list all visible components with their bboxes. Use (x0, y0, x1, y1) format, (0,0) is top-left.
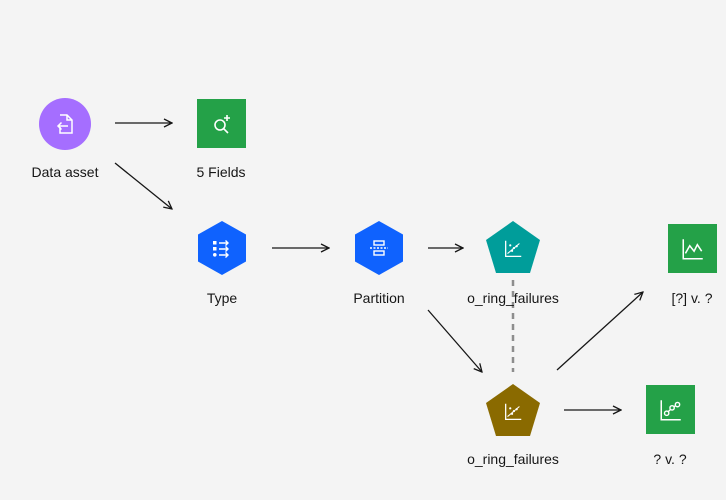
o-ring-bottom-label: o_ring_failures (467, 451, 559, 467)
line-chart-icon (681, 238, 703, 260)
node-line-chart[interactable] (668, 224, 717, 273)
arrow-dataasset-type[interactable] (114, 162, 172, 209)
zoom-in-plus-icon (213, 114, 230, 134)
node-o-ring-failures-model[interactable] (485, 220, 541, 274)
list-type-icon (213, 240, 229, 258)
o-ring-top-label: o_ring_failures (467, 290, 559, 306)
partition-icon (370, 240, 388, 256)
partition-label: Partition (353, 290, 405, 306)
node-scatter-plot[interactable] (646, 385, 695, 434)
line-chart-label: [?] v. ? (671, 290, 713, 306)
data-asset-node-shape (39, 98, 91, 150)
document-import-icon (56, 114, 73, 134)
data-asset-label: Data asset (31, 164, 99, 180)
o-ring-top-node-shape (486, 221, 540, 273)
o-ring-bottom-node-shape (486, 384, 540, 436)
scatter-model-icon (505, 403, 522, 420)
node-partition[interactable] (353, 220, 405, 276)
scatter-plot-icon (659, 399, 681, 421)
arrow-partition-oring-bottom[interactable] (427, 309, 482, 372)
node-o-ring-failures-nugget[interactable] (485, 383, 541, 437)
scatter-plot-label: ? v. ? (653, 451, 687, 467)
node-fields[interactable] (197, 99, 246, 148)
fields-node-shape (197, 99, 246, 148)
type-label: Type (206, 290, 238, 306)
node-type[interactable] (196, 220, 248, 276)
scatter-model-icon (505, 240, 522, 257)
node-data-asset[interactable] (39, 98, 91, 150)
fields-label: 5 Fields (196, 164, 246, 180)
line-chart-node-shape (668, 224, 717, 273)
type-node-shape (198, 221, 246, 275)
scatter-plot-node-shape (646, 385, 695, 434)
arrow-oring-bottom-linechart[interactable] (556, 292, 643, 371)
